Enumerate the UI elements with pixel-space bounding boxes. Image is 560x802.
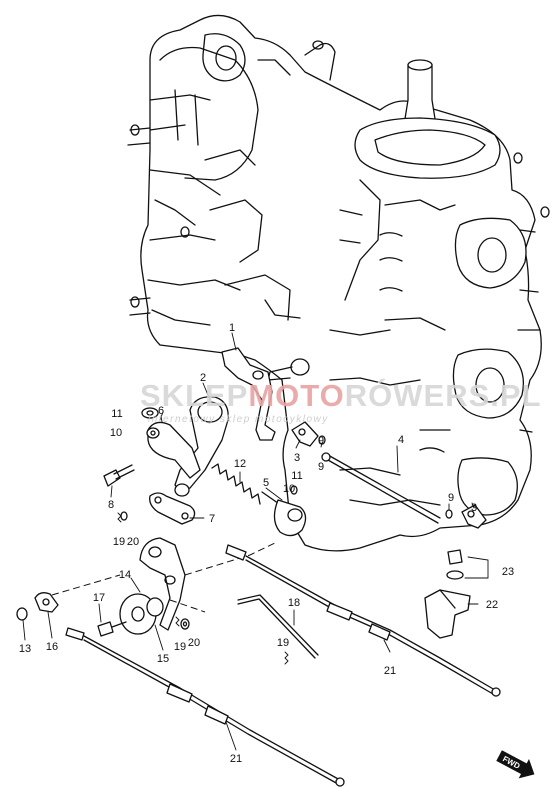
joint-16-13 bbox=[16, 592, 59, 621]
watermark: SKLEPMOTORÓWERS.PL internetowy sklep mot… bbox=[140, 377, 542, 425]
callout-5: 5 bbox=[263, 477, 269, 489]
callout-18: 18 bbox=[288, 597, 300, 609]
washers bbox=[120, 427, 453, 630]
callout-12: 12 bbox=[234, 458, 246, 470]
cable-21-upper bbox=[225, 544, 501, 697]
arm-7 bbox=[149, 492, 196, 525]
throttle-lever bbox=[221, 347, 276, 441]
cotter-19 bbox=[117, 512, 289, 665]
watermark-domain: .PL bbox=[490, 378, 541, 413]
watermark-brand-part1: SKLEP bbox=[140, 378, 248, 413]
callout-9: 9 bbox=[318, 461, 324, 473]
rod-4 bbox=[321, 452, 441, 524]
rod-18 bbox=[237, 594, 319, 659]
callout-3: 3 bbox=[294, 452, 300, 464]
callout-20: 20 bbox=[188, 637, 200, 649]
svg-text:SKLEPMOTORÓWERS.PL: SKLEPMOTORÓWERS.PL bbox=[140, 377, 542, 413]
callout-2: 2 bbox=[200, 372, 206, 384]
callout-7: 7 bbox=[209, 513, 215, 525]
screw-17 bbox=[97, 621, 127, 637]
callout-10: 10 bbox=[110, 427, 122, 439]
watermark-brand-part2: MOTO bbox=[248, 378, 344, 413]
callout-21: 21 bbox=[230, 753, 242, 765]
leader-lines bbox=[22, 332, 489, 751]
callout-6: 6 bbox=[158, 405, 164, 417]
callout-11: 11 bbox=[111, 408, 122, 420]
callout-13: 13 bbox=[19, 643, 31, 655]
bracket-22 bbox=[424, 589, 471, 639]
callout-labels: 1 2 3 3 4 5 6 7 8 9 9 9 10 10 11 11 12 1… bbox=[19, 322, 514, 765]
shaft-5 bbox=[273, 499, 307, 537]
bolt-23 bbox=[446, 549, 464, 580]
callout-14: 14 bbox=[119, 569, 131, 581]
callout-19: 19 bbox=[174, 641, 186, 653]
cable-21-lower bbox=[65, 627, 345, 787]
watermark-brand-part3: RÓWERS bbox=[345, 377, 491, 413]
callout-16: 16 bbox=[46, 641, 58, 653]
callout-23: 23 bbox=[502, 566, 514, 578]
fwd-badge: FWD bbox=[496, 750, 535, 779]
callout-20: 20 bbox=[127, 536, 139, 548]
callout-19: 19 bbox=[277, 637, 289, 649]
callout-9: 9 bbox=[448, 492, 454, 504]
callout-22: 22 bbox=[486, 599, 498, 611]
callout-3: 3 bbox=[471, 502, 477, 514]
bracket-assembly-14-15 bbox=[119, 537, 186, 635]
bolt-8 bbox=[103, 464, 135, 487]
callout-8: 8 bbox=[108, 499, 114, 511]
callout-21: 21 bbox=[384, 665, 396, 677]
callout-15: 15 bbox=[157, 653, 169, 665]
clip-3-upper bbox=[291, 421, 319, 447]
callout-11: 11 bbox=[291, 470, 302, 482]
callout-4: 4 bbox=[398, 434, 404, 446]
callout-19: 19 bbox=[113, 536, 125, 548]
callout-17: 17 bbox=[93, 592, 105, 604]
watermark-tagline: internetowy sklep motocyklowy bbox=[148, 414, 329, 425]
dashed-link-lines bbox=[51, 542, 276, 613]
callout-1: 1 bbox=[229, 322, 235, 334]
engine-block bbox=[127, 14, 550, 552]
cam-plate-6 bbox=[141, 407, 201, 479]
callout-9: 9 bbox=[318, 435, 324, 447]
callout-10: 10 bbox=[283, 483, 295, 495]
